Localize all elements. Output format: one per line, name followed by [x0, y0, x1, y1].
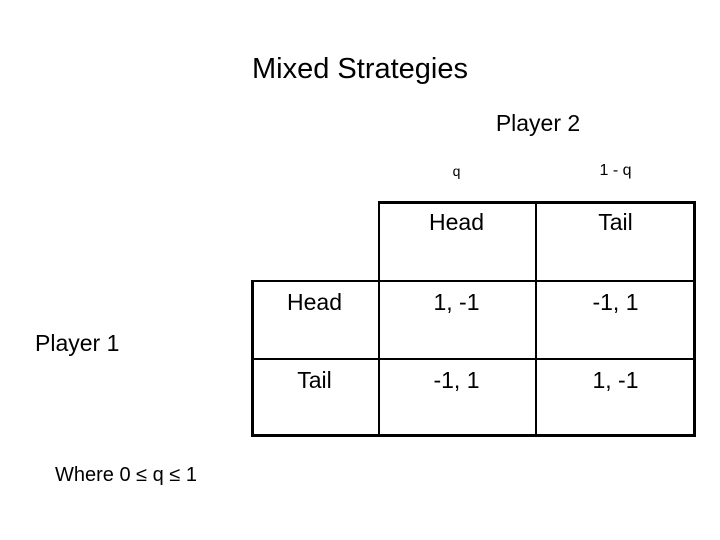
probability-label-q: q [452, 163, 461, 179]
matrix-payoff-head-tail: -1, 1 [592, 289, 639, 315]
probability-label-one-minus-q: 1 - q [599, 162, 632, 179]
matrix-row-header-head: Head [287, 289, 342, 315]
payoff-matrix: Head Tail Head 1, -1 -1, 1 Tail -1, 1 1,… [251, 201, 696, 437]
matrix-corner-cell [251, 201, 378, 281]
matrix-border-left [251, 280, 254, 437]
matrix-column-header-tail: Tail [598, 209, 633, 235]
matrix-border-bottom [251, 434, 696, 437]
matrix-payoff-tail-tail: 1, -1 [592, 367, 639, 393]
constraint-note: Where 0 ≤ q ≤ 1 [55, 464, 198, 486]
matrix-row-header-tail: Tail [297, 367, 332, 393]
row-player-label: Player 1 [35, 330, 120, 356]
matrix-column-divider-1 [378, 201, 380, 437]
matrix-payoff-tail-head: -1, 1 [433, 367, 480, 393]
matrix-divider-rows [251, 358, 696, 360]
matrix-payoff-head-head: 1, -1 [433, 289, 480, 315]
page-title: Mixed Strategies [252, 53, 468, 85]
matrix-column-divider-2 [535, 201, 537, 437]
matrix-column-header-head: Head [429, 209, 484, 235]
matrix-divider-header [251, 280, 696, 282]
matrix-border-right [693, 201, 696, 437]
column-player-label: Player 2 [495, 110, 581, 136]
payoff-matrix-grid: Head Tail Head 1, -1 -1, 1 Tail -1, 1 1,… [251, 201, 696, 437]
matrix-border-top [378, 201, 696, 204]
